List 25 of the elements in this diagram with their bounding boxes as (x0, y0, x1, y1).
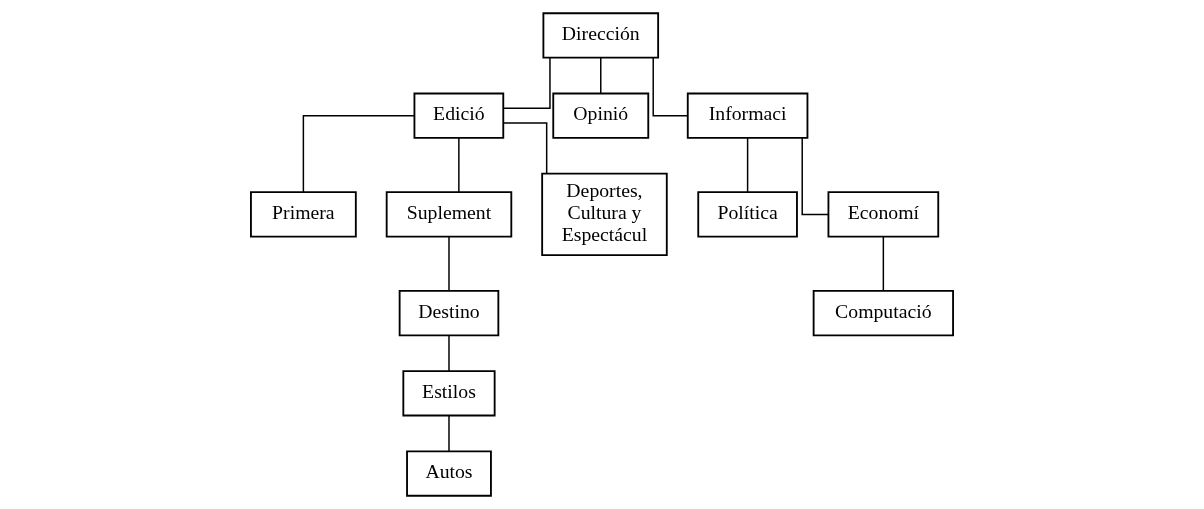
node-box: Computació (812, 289, 954, 337)
node-box: Autos (406, 450, 492, 497)
connector (600, 57, 602, 95)
connector (502, 56, 551, 109)
connector (458, 137, 460, 193)
connector (448, 236, 450, 292)
node-box: Dirección (542, 12, 660, 59)
node-box: Opinió (552, 92, 650, 139)
node-box: Edició (413, 92, 505, 139)
connector (502, 122, 548, 175)
node-box: Estilos (402, 370, 496, 417)
node-box: Deportes, Cultura y Espectácul (541, 172, 668, 257)
connector (448, 414, 450, 453)
connector (448, 334, 450, 372)
node-box: Política (697, 191, 798, 238)
node-box: Destino (398, 289, 500, 337)
node-box: Suplement (385, 191, 513, 238)
node-box: Informaci (686, 92, 809, 139)
connector (882, 236, 885, 292)
connector (652, 57, 689, 117)
node-box: Primera (250, 191, 357, 238)
node-box: Economí (827, 191, 940, 238)
connector (746, 137, 749, 193)
connector (801, 137, 830, 216)
connector (302, 114, 416, 193)
